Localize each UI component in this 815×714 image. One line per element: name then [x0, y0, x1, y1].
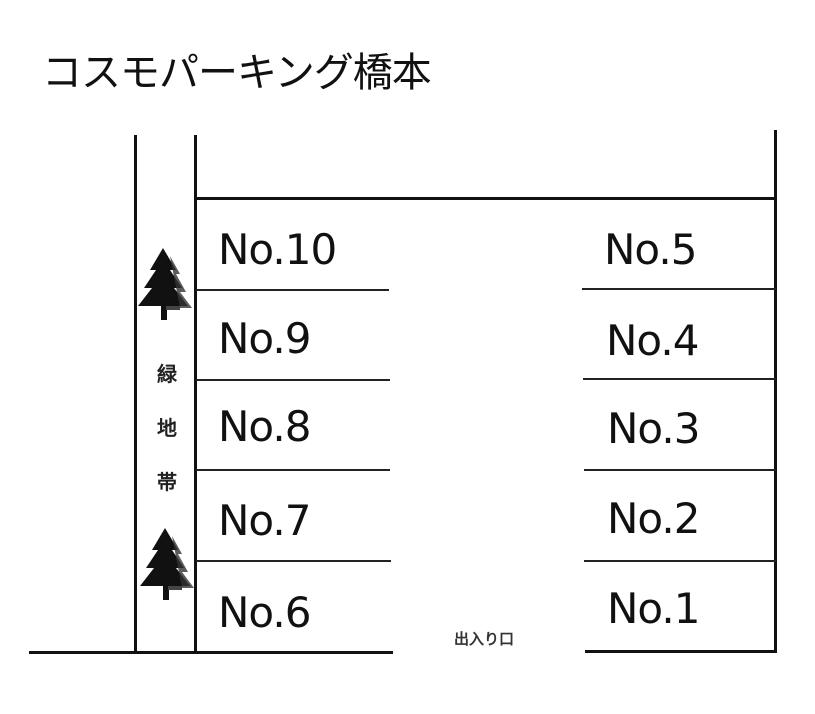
parking-space-2[interactable]: No.2 — [607, 494, 700, 543]
parking-space-3[interactable]: No.3 — [607, 404, 700, 453]
green-belt-char-2: 地 — [157, 416, 177, 440]
parking-space-6[interactable]: No.6 — [218, 588, 311, 637]
lot-right-border — [774, 130, 777, 652]
parking-space-9[interactable]: No.9 — [218, 314, 311, 363]
parking-space-10[interactable]: No.10 — [218, 225, 337, 274]
left-space-divider — [196, 469, 390, 471]
left-space-divider — [196, 379, 390, 381]
green-belt-char-1: 緑 — [157, 362, 177, 386]
right-space-divider — [584, 469, 776, 471]
left-space-divider — [196, 289, 389, 291]
right-space-divider — [584, 560, 776, 562]
bottom-right-road-line — [585, 650, 777, 653]
parking-space-8[interactable]: No.8 — [218, 402, 311, 451]
right-space-divider — [583, 378, 776, 380]
green-belt-right-border — [194, 135, 197, 653]
green-belt-char-3: 帯 — [157, 470, 177, 494]
page-title: コスモパーキング橋本 — [42, 50, 432, 96]
lot-top-line — [196, 197, 776, 200]
tree-icon — [138, 248, 192, 320]
parking-space-4[interactable]: No.4 — [606, 316, 699, 365]
tree-icon — [140, 528, 194, 600]
left-space-divider — [196, 560, 391, 562]
parking-space-5[interactable]: No.5 — [604, 225, 697, 274]
entrance-label: 出入り口 — [454, 630, 515, 648]
green-belt-left-border — [134, 135, 137, 653]
parking-space-1[interactable]: No.1 — [607, 584, 700, 633]
bottom-left-road-line — [29, 651, 393, 654]
parking-space-7[interactable]: No.7 — [218, 496, 311, 545]
right-space-divider — [582, 288, 776, 290]
